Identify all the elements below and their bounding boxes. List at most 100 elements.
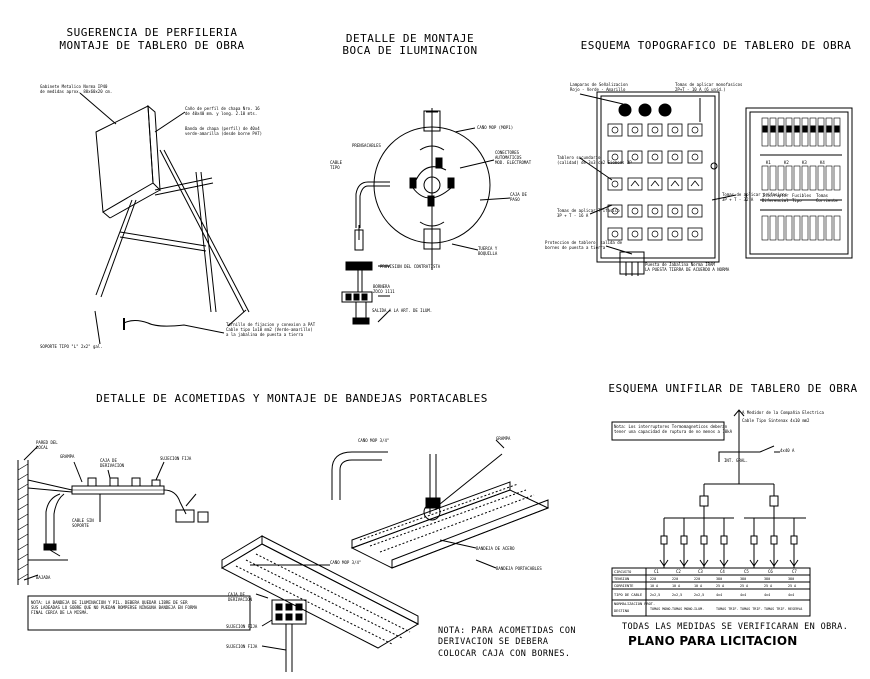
title-acometidas: DETALLE DE ACOMETIDAS Y MONTAJE DE BANDE… [96, 392, 488, 405]
fuse-module [809, 215, 817, 241]
label-caja-derivacion-2: CAJA DE DERIVACION [228, 592, 253, 602]
unifilar-cell: 2x2,5 [650, 593, 660, 597]
label-fijacion: Tornillo de fijacion y conexion a PAT Ca… [226, 322, 316, 337]
unifilar-cell: TOMAS TRIF. [740, 607, 762, 611]
trif-socket-icon [670, 180, 680, 187]
unifilar-cell: 4x4 [740, 593, 746, 597]
label-salida: SALIDA A LA ART. DE ILUM. [372, 308, 433, 313]
title-montaje-2: BOCA DE ILUMINACION [342, 44, 478, 57]
branch-breaker [700, 535, 708, 545]
socket-module [667, 227, 683, 241]
breaker-toggle [778, 125, 784, 133]
unifilar-row-header: DESTINO [614, 609, 629, 613]
label-tubo-mop-2: CAÑO MOP 3/4" [330, 560, 362, 565]
socket-icon [671, 126, 679, 134]
breaker-toggle [826, 125, 832, 133]
fuse-module [777, 165, 785, 191]
label-sujecion-2: SUJECION FIJA [226, 624, 258, 629]
breaker-module [809, 117, 817, 147]
breaker-toggle [810, 125, 816, 133]
single-line-branches [659, 518, 799, 568]
breaker-module [833, 117, 841, 147]
label-prensacables: PRENSACABLES [352, 143, 381, 148]
socket-module [647, 150, 663, 164]
branch-arrow [659, 559, 669, 567]
unifilar-cell: 380 [788, 577, 794, 581]
label-sujecion-1: SUJECION FIJA [160, 456, 192, 461]
breaker-toggle [794, 125, 800, 133]
socket-icon [691, 207, 699, 215]
breaker-toggle [802, 125, 808, 133]
fuse-module [761, 215, 769, 241]
label-a-medidor: A Medidor de la Compañia Electrica [742, 410, 824, 415]
unifilar-cell: 10 A [650, 584, 658, 588]
socket-icon [611, 180, 619, 188]
label-cable-sin: CABLE SIN SOPORTE [72, 518, 94, 528]
sec-label-fusibles: Fusibles Tipo [792, 193, 812, 203]
socket-icon [631, 207, 639, 215]
fuse-module [785, 215, 793, 241]
label-tomas-aplicar: Tomas de aplicar Trifasico 3P + T - 16 A [557, 208, 620, 218]
unifilar-cell: 220 [694, 577, 700, 581]
unifilar-cell: TOMAS MONO. [650, 607, 672, 611]
unifilar-cell: 2x2,5 [694, 593, 704, 597]
socket-icon [651, 153, 659, 161]
breaker-module [769, 117, 777, 147]
fuse-module [761, 165, 769, 191]
label-tetrapolar: 4x40 A [780, 448, 795, 453]
socket-module [647, 204, 663, 218]
unifilar-cell: 4x4 [764, 593, 770, 597]
unifilar-cell: 25 A [788, 584, 796, 588]
fuse-module [801, 165, 809, 191]
fuse-module [769, 215, 777, 241]
socket-icon [671, 153, 679, 161]
socket-icon [671, 230, 679, 238]
unifilar-row-header: CORRIENTE [614, 584, 633, 588]
branch-breaker [750, 535, 758, 545]
unifilar-cell: 25 A [740, 584, 748, 588]
breaker-module [825, 117, 833, 147]
sec-label-k2: K2 [784, 160, 789, 165]
unifilar-col-header: C6 [768, 569, 773, 574]
junction-box-figure [341, 108, 511, 325]
label-cable-tipo-uni: Cable Tipo Sintenax 4x10 mm2 [742, 418, 810, 423]
trif-socket-icon [690, 180, 700, 187]
branch-arrow [719, 559, 729, 567]
unifilar-cell: 380 [740, 577, 746, 581]
fuse-module [769, 165, 777, 191]
socket-module [667, 204, 683, 218]
socket-icon [651, 207, 659, 215]
label-grampa: GRAMPA [60, 454, 75, 459]
label-ferreteria: BANDEJA DE ACERO [476, 546, 515, 551]
fuse-module [801, 215, 809, 241]
socket-module [627, 204, 643, 218]
socket-icon [611, 153, 619, 161]
title-perfileria-2: MONTAJE DE TABLERO DE OBRA [59, 39, 245, 52]
socket-icon [631, 153, 639, 161]
label-provision: PROVISION DEL CONTRATISTA [380, 264, 441, 269]
socket-module [687, 204, 703, 218]
socket-module [607, 204, 623, 218]
label-cable-tipo: CABLE TIPO [330, 160, 343, 170]
socket-module [627, 177, 643, 191]
socket-module [607, 177, 623, 191]
label-perfil-nota: Caño de perfil de chapa Nro. 16 de 40x40… [185, 106, 260, 116]
label-grampa-tray: GRAMPA [496, 436, 511, 441]
socket-module [687, 123, 703, 137]
unifilar-col-header: C5 [744, 569, 749, 574]
label-nota-acometida: NOTA: LA BANDEJA DE ILUMINACION Y PIL. D… [31, 600, 198, 615]
unifilar-row-header: TENSION [614, 577, 629, 581]
note-medidas: TODAS LAS MEDIDAS SE VERIFICARAN EN OBRA… [622, 622, 849, 632]
socket-icon [691, 153, 699, 161]
breaker-module [817, 117, 825, 147]
label-puesta-tierra: Puesta de Jabalina Norma IRAM LA PUESTA … [645, 262, 730, 272]
unifilar-cell: 220 [650, 577, 656, 581]
label-soporte: SOPORTE TIPO "L" 2x2" gal. [40, 344, 103, 349]
sec-label-k3: K3 [802, 160, 807, 165]
socket-icon [691, 126, 699, 134]
unifilar-cell: 25 A [764, 584, 772, 588]
label-banda: Banda de chapa (perfil) de 40x4 verde-am… [185, 126, 263, 136]
unifilar-row-header: NORMALIZACION PROT. [614, 602, 655, 606]
